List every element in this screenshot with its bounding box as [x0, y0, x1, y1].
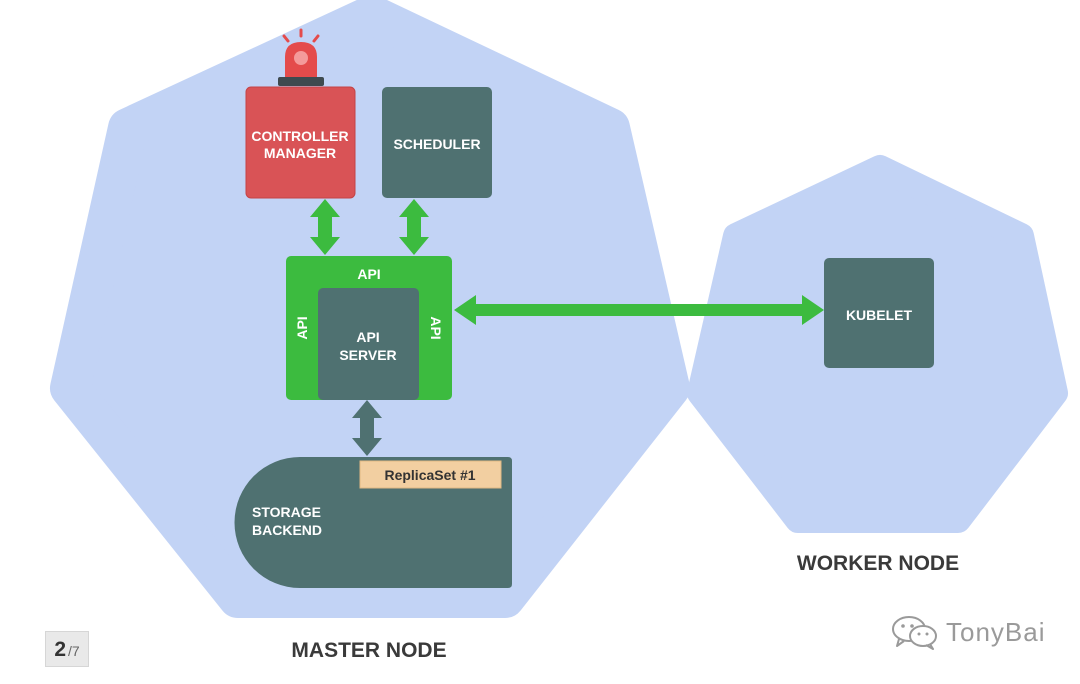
api-server-label-line2: SERVER: [339, 347, 396, 363]
arrow-scheduler-api: [399, 199, 429, 255]
watermark: TonyBai: [890, 612, 1046, 652]
api-server-box: API SERVER: [318, 288, 419, 400]
storage-backend-label-line2: BACKEND: [252, 522, 322, 538]
api-label-right: API: [428, 316, 444, 339]
alarm-light-icon: [278, 28, 324, 86]
kubelet-box: KUBELET: [824, 258, 934, 368]
kubelet-label: KUBELET: [846, 307, 913, 323]
arrow-api-storage: [352, 400, 382, 456]
storage-backend-label-line1: STORAGE: [252, 504, 321, 520]
api-label-top: API: [357, 266, 380, 282]
arrow-controller-api: [310, 199, 340, 255]
controller-manager-label-line2: MANAGER: [264, 145, 336, 161]
wechat-icon: [892, 616, 937, 650]
scheduler-box: SCHEDULER: [382, 87, 492, 198]
worker-node-title: WORKER NODE: [797, 552, 959, 575]
storage-backend-box: STORAGE BACKEND: [234, 457, 512, 588]
replicaset-tag-label: ReplicaSet #1: [384, 467, 475, 483]
replicaset-tag: ReplicaSet #1: [359, 460, 502, 489]
api-label-left: API: [294, 316, 310, 339]
master-node-title: MASTER NODE: [291, 639, 446, 662]
scheduler-label: SCHEDULER: [393, 136, 480, 152]
api-server-label-line1: API: [356, 329, 379, 345]
controller-manager-label-line1: CONTROLLER: [251, 128, 348, 144]
controller-manager-box: CONTROLLER MANAGER: [245, 86, 356, 199]
slide-pager: 2 /7: [45, 631, 89, 667]
pager-current: 2: [54, 638, 66, 661]
pager-total: /7: [68, 643, 80, 659]
arrow-api-kubelet: [454, 295, 824, 325]
watermark-text: TonyBai: [946, 616, 1046, 647]
